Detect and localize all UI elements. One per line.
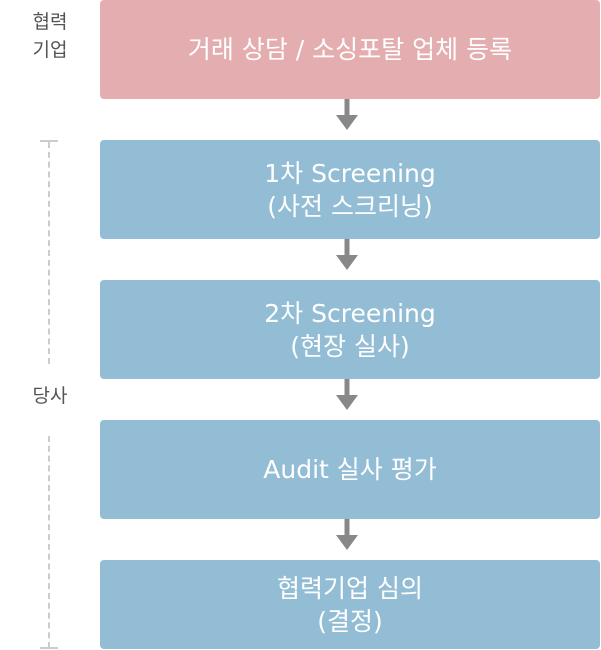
step-2-subtitle: (사전 스크리닝) [267,191,433,221]
bracket-top-tick [40,140,58,142]
step-2-title: 1차 Screening [264,158,436,188]
bracket-bottom-tick [40,647,58,649]
down-arrow-icon [336,99,358,130]
down-arrow-icon [336,519,358,550]
partner-label: 협력 기업 [32,11,68,61]
step-first-screening: 1차 Screening (사전 스크리닝) [100,140,600,239]
step-3-subtitle: (현장 실사) [290,331,410,361]
step-audit: Audit 실사 평가 [100,420,600,519]
step-3-title: 2차 Screening [264,298,436,328]
down-arrow-icon [336,379,358,410]
step-4-text: Audit 실사 평가 [263,455,437,484]
bracket-line-bottom [48,436,50,648]
step-partner-registration: 거래 상담 / 소싱포탈 업체 등록 [100,0,600,99]
step-5-title: 협력기업 심의 [277,573,423,603]
step-second-screening: 2차 Screening (현장 실사) [100,280,600,379]
step-5-subtitle: (결정) [317,606,383,636]
bracket-line-top [48,142,50,364]
company-label: 당사 [32,385,68,407]
step-1-text: 거래 상담 / 소싱포탈 업체 등록 [187,35,513,64]
step-partner-review: 협력기업 심의 (결정) [100,560,600,649]
down-arrow-icon [336,239,358,270]
